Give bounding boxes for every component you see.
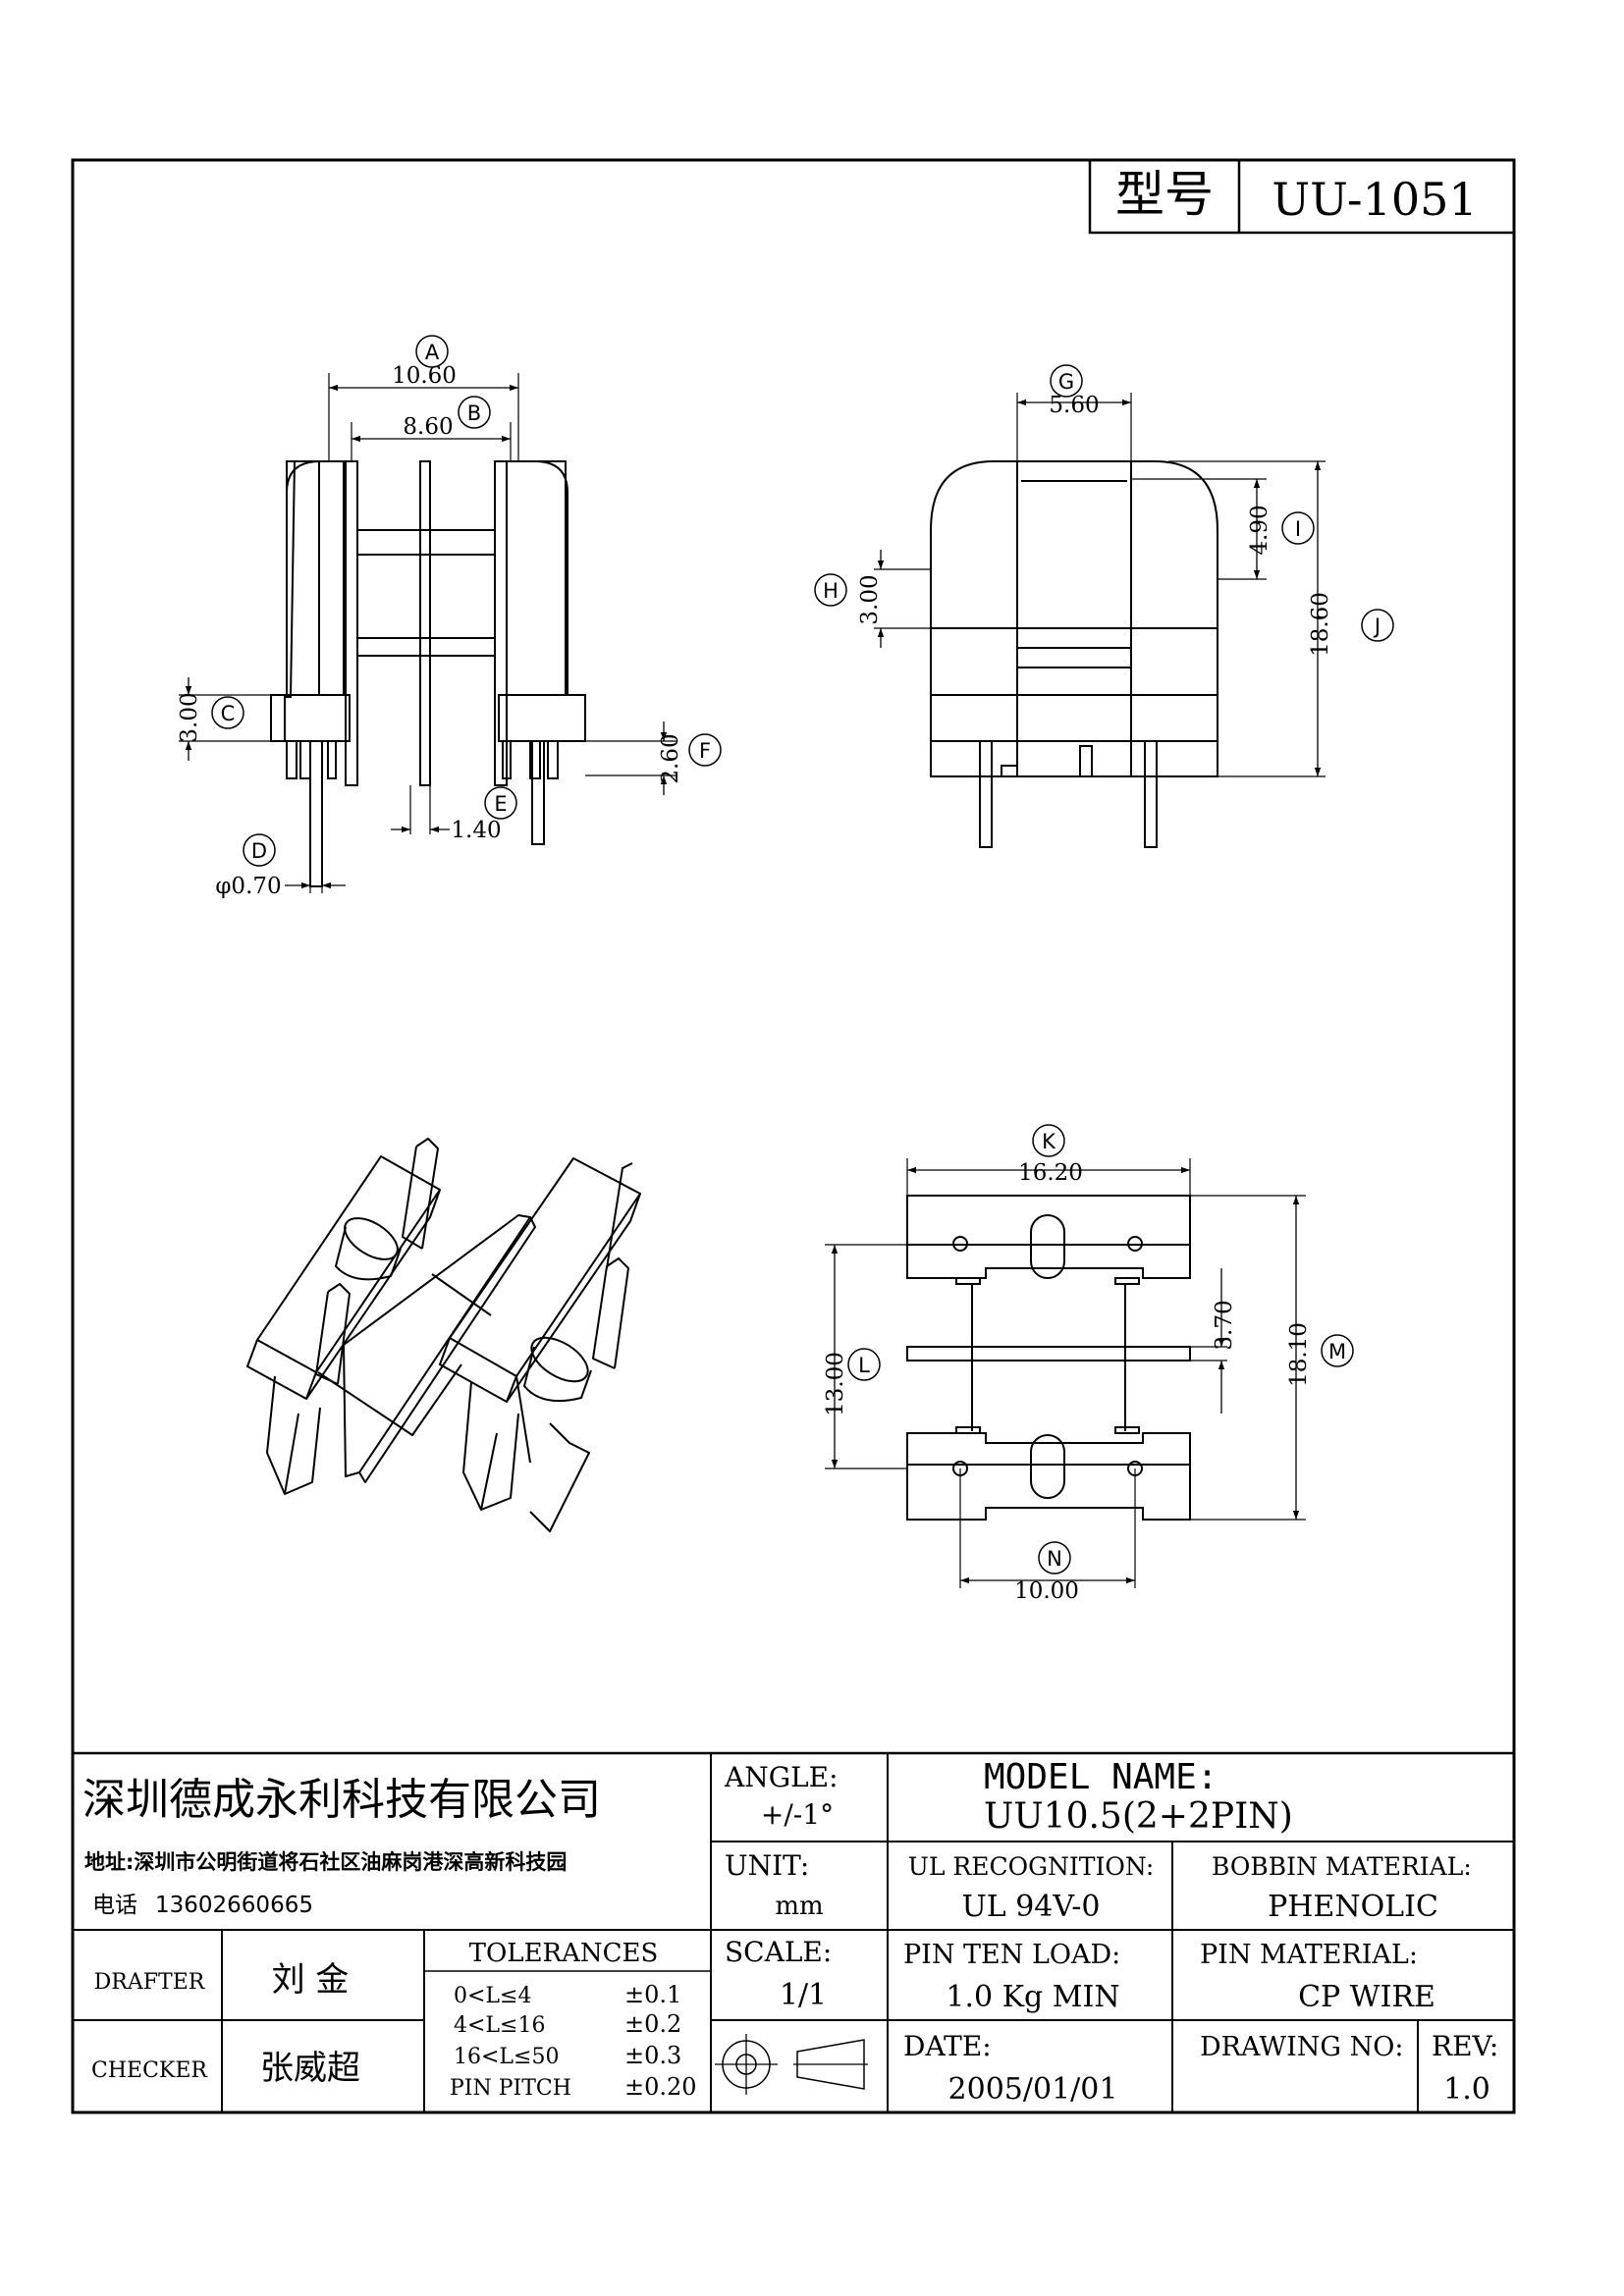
tolerance-range: PIN PITCH [450, 2076, 571, 2101]
pin-ten-load-label: PIN TEN LOAD: [903, 1940, 1120, 1970]
dim-K: 16.20 K [907, 1124, 1190, 1186]
dim-L-letter: L [858, 1354, 870, 1377]
tolerance-value: ±0.20 [624, 2073, 697, 2101]
side-view [874, 393, 1326, 848]
dim-E: 1.40 E [391, 786, 517, 843]
dim-F: 2.60 F [658, 721, 722, 795]
tolerance-value: ±0.3 [624, 2042, 681, 2069]
dim-K-letter: K [1042, 1130, 1056, 1153]
dim-B-letter: B [467, 401, 481, 425]
dim-L: 13.00 L [823, 1245, 881, 1468]
dim-C: 3.00 C [177, 677, 244, 761]
bobbin-material-label: BOBBIN MATERIAL: [1212, 1852, 1472, 1881]
title-block [73, 1751, 1514, 2112]
pin-material-label: PIN MATERIAL: [1200, 1940, 1418, 1970]
checker-label: CHECKER [91, 2058, 208, 2083]
model-label: 型号 [1115, 166, 1214, 223]
rev-label: REV: [1432, 2030, 1498, 2062]
dim-I-letter: I [1295, 517, 1301, 541]
tolerance-range: 0<L≤4 [454, 1984, 531, 2008]
drawing-no-label: DRAWING NO: [1200, 2032, 1403, 2062]
dim-J: 18.60 J [1308, 461, 1394, 776]
dim-N-value: 10.00 [1014, 1578, 1079, 1604]
dim-I-value: 4.90 [1247, 505, 1272, 555]
tolerance-range: 16<L≤50 [454, 2045, 559, 2069]
ul-recognition-value: UL 94V-0 [961, 1890, 1100, 1924]
tolerance-value: ±0.1 [624, 1981, 681, 2008]
angle-value: +/-1° [761, 1798, 834, 1831]
scale-value: 1/1 [780, 1978, 827, 2012]
dim-D-value: φ0.70 [215, 874, 281, 899]
dim-N: 10.00 N [960, 1541, 1135, 1604]
dim-G-value: 5.60 [1049, 393, 1099, 418]
dim-M-letter: M [1328, 1340, 1346, 1363]
tolerance-value: ±0.2 [624, 2010, 681, 2038]
tolerances-label: TOLERANCES [469, 1939, 659, 1968]
dim-I: 4.90 I [1247, 479, 1315, 579]
dim-3-70: 3.70 [1212, 1268, 1237, 1414]
dim-M-value: 18.10 [1286, 1322, 1312, 1387]
dim-H-value: 3.00 [857, 574, 883, 624]
dim-G-letter: G [1058, 370, 1074, 394]
model-value: UU-1051 [1272, 173, 1477, 226]
isometric-view [246, 1138, 641, 1532]
bottom-view [825, 1158, 1306, 1588]
dim-H: 3.00 H [814, 550, 885, 648]
bobbin-material-value: PHENOLIC [1268, 1890, 1438, 1924]
dim-F-letter: F [699, 739, 711, 763]
angle-label: ANGLE: [724, 1761, 839, 1793]
dim-D: φ0.70 D [215, 833, 346, 899]
dim-J-letter: J [1373, 614, 1380, 638]
phone-label: 电话 [92, 1893, 137, 1918]
dim-A: 10.60 A [329, 335, 518, 392]
dim-C-letter: C [221, 702, 236, 725]
dim-A-letter: A [425, 341, 440, 364]
dim-E-value: 1.40 [451, 818, 501, 843]
dim-K-value: 16.20 [1018, 1160, 1083, 1186]
front-view [179, 373, 677, 893]
model-header: 型号 UU-1051 [1088, 158, 1516, 235]
model-name-label: MODEL NAME: [984, 1757, 1218, 1797]
company-name: 深圳德成永利科技有限公司 [82, 1775, 601, 1825]
unit-value: mm [775, 1892, 823, 1921]
rev-value: 1.0 [1443, 2072, 1490, 2107]
dim-E-letter: E [494, 792, 507, 816]
dim-D-letter: D [251, 839, 267, 863]
ul-recognition-label: UL RECOGNITION: [908, 1852, 1155, 1881]
date-label: DATE: [903, 2030, 992, 2062]
dim-J-value: 18.60 [1308, 592, 1333, 657]
scale-label: SCALE: [725, 1936, 832, 1968]
dim-3-70-value: 3.70 [1212, 1300, 1237, 1350]
phone-number: 13602660665 [155, 1893, 313, 1918]
company-address: 地址:深圳市公明街道将石社区油麻岗港深高新科技园 [84, 1850, 567, 1874]
sheet-border [71, 158, 1516, 2114]
dim-H-letter: H [823, 579, 839, 603]
dim-A-value: 10.60 [392, 363, 457, 389]
unit-label: UNIT: [725, 1849, 809, 1882]
dim-M: 18.10 M [1286, 1196, 1354, 1520]
tolerance-range: 4<L≤16 [454, 2013, 545, 2038]
dim-B-value: 8.60 [403, 414, 453, 440]
pin-ten-load-value: 1.0 Kg MIN [946, 1980, 1119, 2014]
dim-L-value: 13.00 [823, 1352, 848, 1416]
dim-G: 5.60 G [1017, 364, 1131, 418]
date-value: 2005/01/01 [948, 2072, 1118, 2107]
drafter-label: DRAFTER [94, 1970, 206, 1995]
pin-material-value: CP WIRE [1298, 1980, 1435, 2014]
checker-name: 张威超 [260, 2049, 360, 2088]
dim-C-value: 3.00 [177, 692, 202, 742]
dim-F-value: 2.60 [658, 733, 683, 783]
model-name-value: UU10.5(2+2PIN) [984, 1796, 1293, 1837]
drafter-name: 刘 金 [272, 1960, 350, 2000]
dim-B: 8.60 B [352, 396, 511, 443]
dim-N-letter: N [1047, 1547, 1062, 1571]
